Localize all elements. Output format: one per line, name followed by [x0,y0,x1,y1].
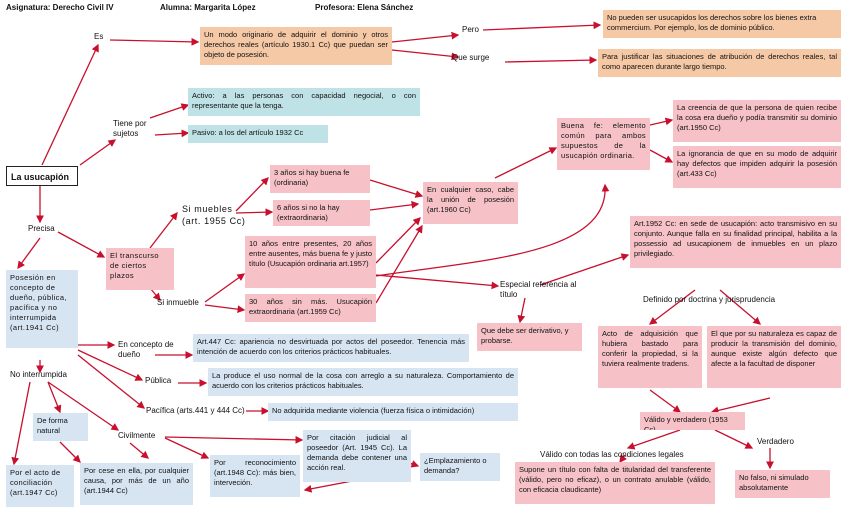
es-label: Es [94,32,104,41]
muebles-label: Si muebles (art. 1955 Cc) [182,204,246,226]
transcurso-box: El transcurso de ciertos plazos [106,248,174,290]
muebles-sin-buena-fe-box: 6 años si no la hay (extraordinaria) [273,200,370,226]
citacion-box: Por citación judicial al poseedor (Art. … [303,430,411,482]
acto-adquisicion-box: Acto de adquisición que hubiera bastado … [598,326,702,388]
conciliacion-box: Por el acto de conciliación (art.1947 Cc… [6,465,74,507]
especial-label: Especial referencia al título [500,280,577,299]
publica-label: Pública [145,376,172,385]
concepto-label: En concepto de dueño [118,340,174,359]
precisa-label: Precisa [28,224,55,233]
ignorancia-box: La ignorancia de que en su modo de adqui… [673,146,841,188]
supone-box: Supone un título con falta de titularida… [515,462,715,504]
cese-box: Por cese en ella, por cualquier causa, p… [80,463,193,505]
verdadero-label: Verdadero [757,437,794,446]
no-interrumpida-label: No interrumpida [10,370,67,379]
forma-natural-box: De forma natural [33,413,88,441]
inmueble-label: Si inmueble [157,298,199,307]
pacifica-box: No adquirida mediante violencia (fuerza … [268,403,518,421]
reconocimiento-box: Por reconocimiento (art.1948 Cc): más bi… [210,455,300,497]
buena-fe-box: Buena fe: elemento común para ambos supu… [557,118,650,170]
main-node: La usucapión [6,166,78,186]
naturaleza-box: El que por su naturaleza es capaz de pro… [707,326,841,388]
creencia-box: La creencia de que la persona de quien r… [673,100,841,142]
art1952-box: Art.1952 Cc: en sede de usucapión: acto … [630,216,841,268]
activo-box: Activo: a las personas con capacidad neg… [188,88,420,116]
valido-label: Válido con todas las condiciones legales [540,450,684,459]
posesion-box: Posesión en concepto de dueño, pública, … [6,270,78,348]
derivativo-box: Que debe ser derivativo, y probarse. [477,323,582,351]
emplazamiento-box: ¿Emplazamiento o demanda? [420,453,500,481]
art447-box: Art.447 Cc: apariencia no desvirtuada po… [193,334,469,362]
inmuebles-extraordinaria-box: 30 años sin más. Usucapión extraordinari… [245,294,376,322]
pero-box: No pueden ser usucapidos los derechos so… [603,10,841,38]
surge-label: Que surge [452,53,490,62]
pacifica-label: Pacífica (arts.441 y 444 Cc) [146,406,245,415]
surge-box: Para justificar las situaciones de atrib… [598,49,841,77]
cualquier-caso-box: En cualquier caso, cabe la unión de pose… [423,182,518,224]
teacher-header: Profesora: Elena Sánchez [315,3,414,12]
valido-box: Válido y verdadero (1953 Cc) [640,412,745,430]
pasivo-box: Pasivo: a los del artículo 1932 Cc [188,125,328,143]
pero-label: Pero [462,25,479,34]
civilmente-label: Civilmente [118,431,156,440]
student-header: Alumna: Margarita López [160,3,256,12]
no-falso-box: No falso, ni simulado absolutamente [735,470,830,498]
subject-header: Asignatura: Derecho Civil IV [6,3,114,12]
definition-box: Un modo originario de adquirir el domini… [200,27,392,65]
muebles-buena-fe-box: 3 años si hay buena fe (ordinaria) [270,165,370,193]
publica-box: La produce el uso normal de la cosa con … [208,368,518,396]
inmuebles-ordinaria-box: 10 años entre presentes, 20 años entre a… [245,236,376,288]
sujetos-label: Tiene por sujetos [113,119,147,138]
definido-label: Definido por doctrina y jurisprudencia [643,295,776,304]
